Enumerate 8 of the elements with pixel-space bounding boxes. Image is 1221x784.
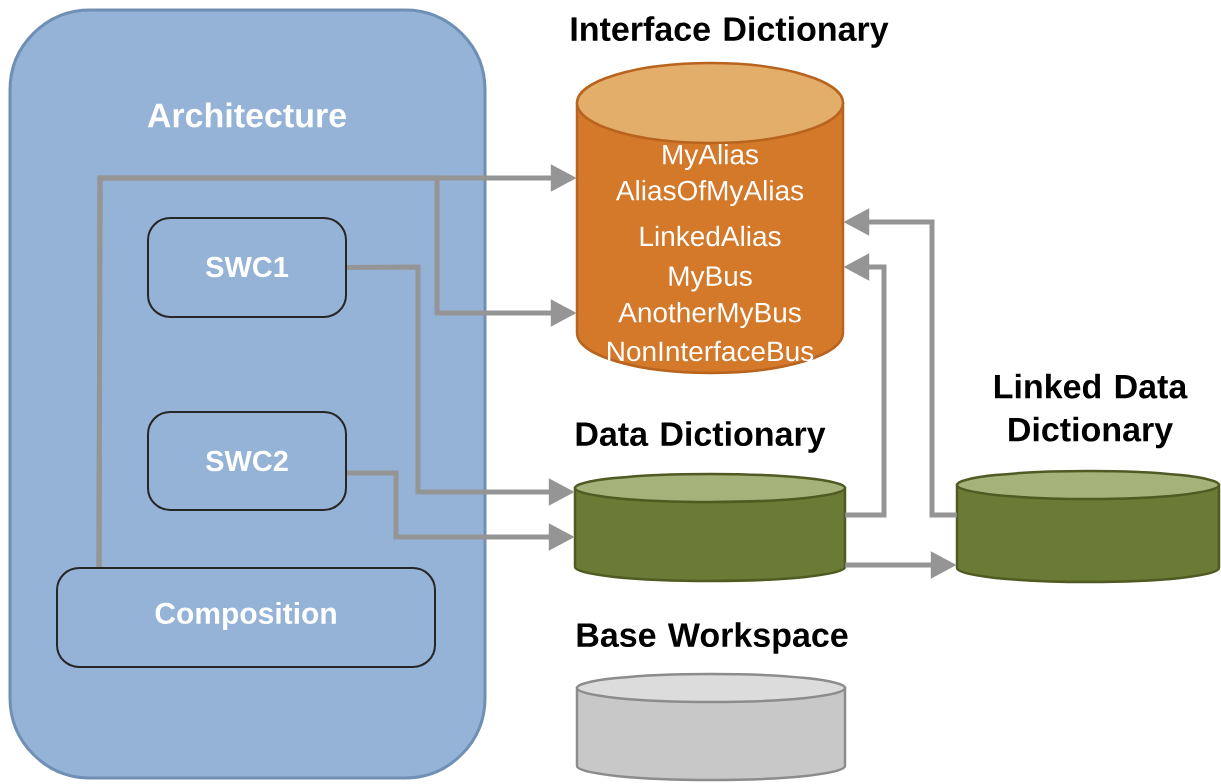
box-label: SWC2 <box>205 450 288 472</box>
cylinder-heading: Interface Dictionary <box>571 16 889 48</box>
box-label: SWC1 <box>205 256 289 278</box>
box-heading: Architecture <box>147 102 346 128</box>
cylinder-heading: Linked Data Dictionary <box>995 373 1188 449</box>
box-label: Composition <box>155 602 336 630</box>
cylinder-heading: Base Workspace <box>577 622 848 654</box>
cylinder-heading: Data Dictionary <box>576 421 826 453</box>
